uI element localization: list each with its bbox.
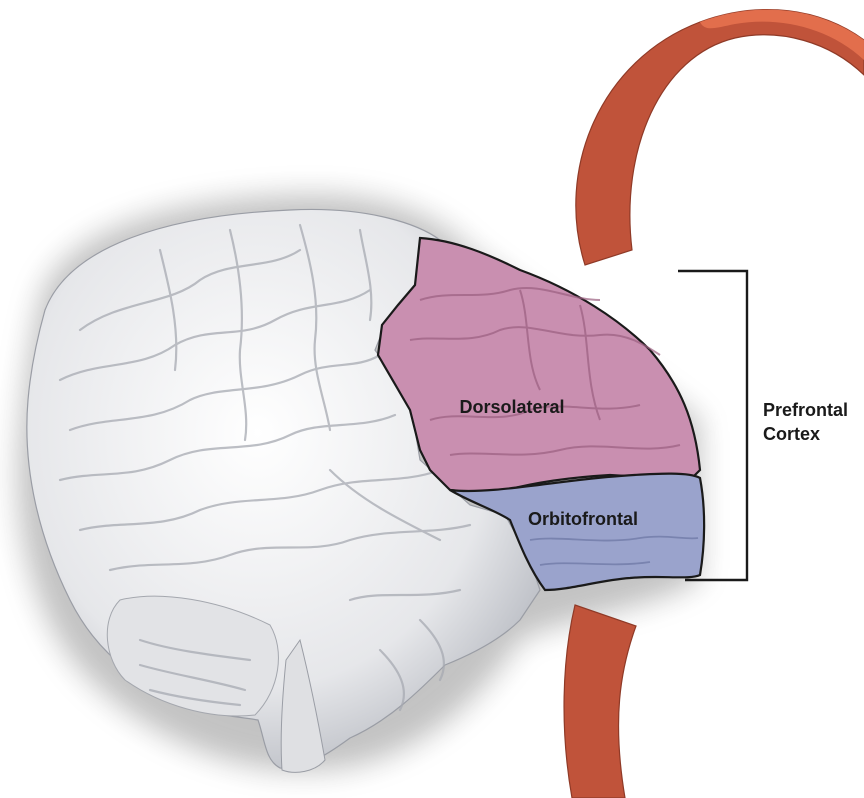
dorsolateral-label: Dorsolateral — [459, 397, 564, 417]
orbitofrontal-label: Orbitofrontal — [528, 509, 638, 529]
decorative-arc-bottom — [564, 605, 636, 798]
prefrontal-label-line1: Prefrontal — [763, 400, 848, 420]
dorsolateral-region — [378, 238, 700, 495]
decorative-arc-top — [576, 10, 864, 265]
prefrontal-label-line2: Cortex — [763, 424, 820, 444]
